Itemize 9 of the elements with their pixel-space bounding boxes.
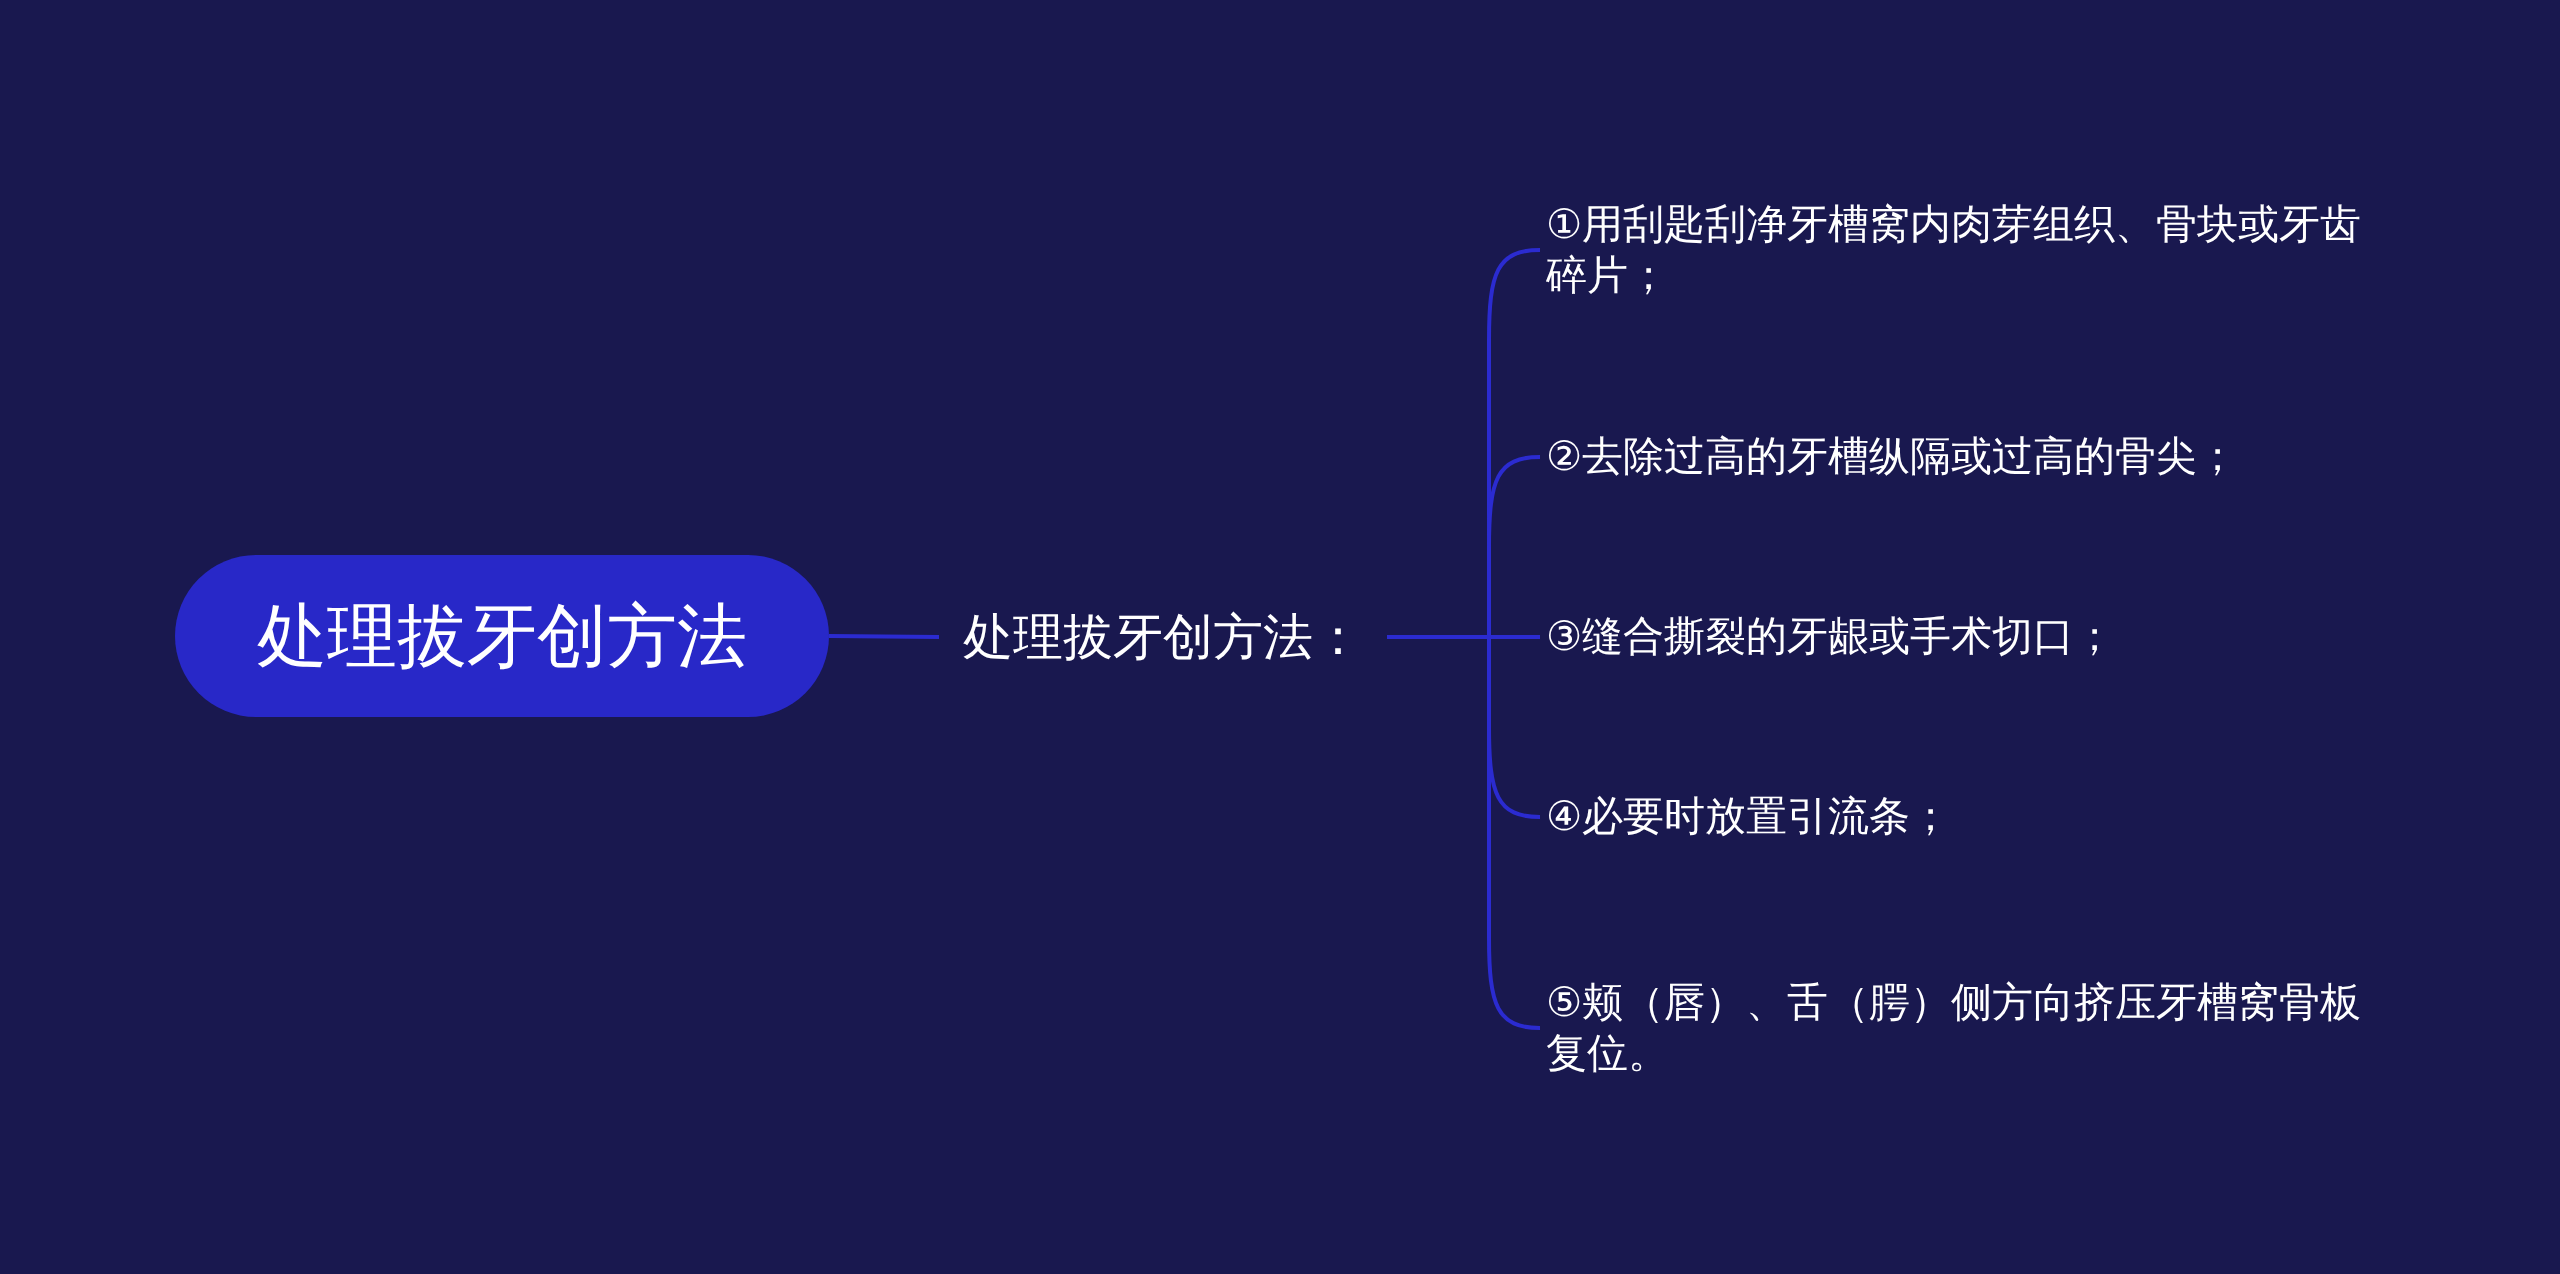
list-item-text: ③缝合撕裂的牙龈或手术切口； xyxy=(1540,611,2380,663)
list-item-text: ⑤颊（唇）、舌（腭）侧方向挤压牙槽窝骨板复位。 xyxy=(1540,976,2380,1080)
list-item-text: ②去除过高的牙槽纵隔或过高的骨尖； xyxy=(1540,431,2380,483)
connector-line xyxy=(828,634,940,639)
connector-line xyxy=(1387,635,1541,1030)
branch-text: 处理拔牙创方法： xyxy=(939,604,1387,670)
list-item-text: ①用刮匙刮净牙槽窝内肉芽组织、骨块或牙齿碎片； xyxy=(1540,198,2380,302)
topic-pill: 处理拔牙创方法 xyxy=(175,555,829,717)
list-item-text: ④必要时放置引流条； xyxy=(1540,791,2380,843)
